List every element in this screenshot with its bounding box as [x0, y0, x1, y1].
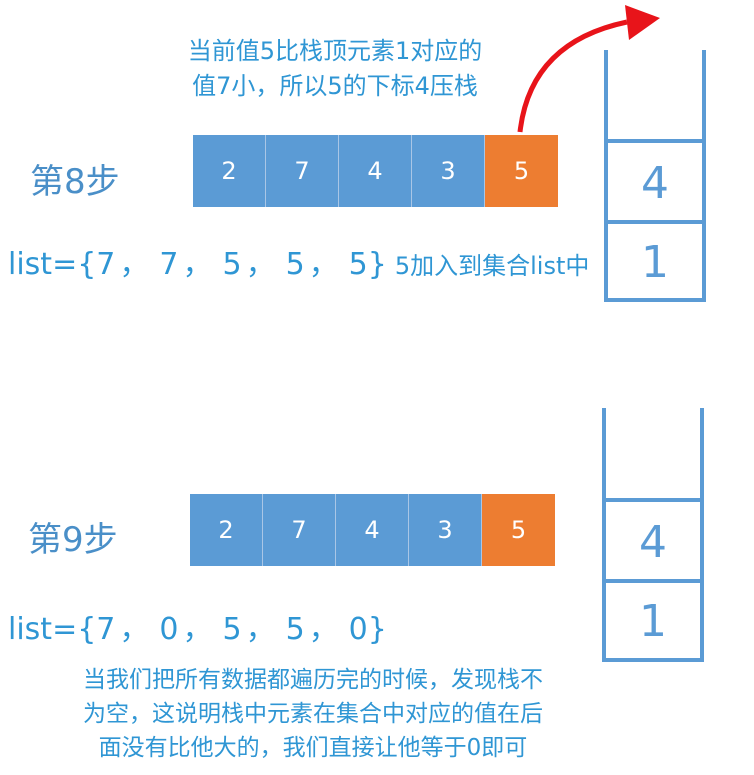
- step9-array: 2 7 4 3 5: [190, 494, 555, 566]
- stack-item: 4: [641, 157, 669, 209]
- list-value: 0: [159, 612, 179, 647]
- step8-list-note: 5加入到集合list中: [394, 252, 590, 280]
- step8-array: 2 7 4 3 5: [193, 135, 558, 207]
- step8-list: list={7，7，5，5，5}5加入到集合list中: [8, 247, 590, 282]
- list-value: 0: [348, 612, 368, 647]
- list-value: 7: [96, 247, 116, 282]
- step9-note-line: 为空，这说明栈中元素在集合中对应的值在后: [83, 700, 543, 727]
- list-value: 5: [348, 247, 368, 282]
- array-cell: 2: [190, 494, 263, 566]
- step9-note: 当我们把所有数据都遍历完的时候，发现栈不 为空，这说明栈中元素在集合中对应的值在…: [0, 664, 626, 765]
- list-value: 5: [285, 247, 305, 282]
- step8-note-line: 值7小，所以5的下标4压栈: [192, 71, 478, 100]
- step8-stack: [604, 50, 706, 302]
- array-cell-current: 5: [482, 494, 555, 566]
- step9-stack: [602, 408, 704, 662]
- step8-note-line: 当前值5比栈顶元素1对应的: [187, 37, 483, 65]
- array-cell-current: 5: [485, 135, 558, 207]
- list-value: 5: [285, 612, 305, 647]
- array-cell: 4: [339, 135, 412, 207]
- array-cell: 2: [193, 135, 266, 207]
- step9-note-line: 面没有比他大的，我们直接让他等于0即可: [98, 734, 528, 761]
- list-value: 7: [96, 612, 116, 647]
- list-value: 5: [222, 247, 242, 282]
- step9-list: list={7，0，5，5，0}: [8, 612, 387, 647]
- step8-note: 当前值5比栈顶元素1对应的 值7小，所以5的下标4压栈: [140, 34, 530, 104]
- step9-label: 第9步: [28, 520, 118, 560]
- array-cell: 4: [336, 494, 409, 566]
- push-arrow-icon: [517, 5, 660, 133]
- list-suffix: }: [367, 612, 387, 647]
- list-suffix: }: [367, 247, 387, 282]
- array-cell: 3: [412, 135, 485, 207]
- list-prefix: list={: [8, 612, 97, 647]
- array-cell: 3: [409, 494, 482, 566]
- list-value: 5: [222, 612, 242, 647]
- stack-item: 1: [641, 236, 669, 288]
- array-cell: 7: [263, 494, 336, 566]
- list-prefix: list={: [8, 247, 97, 282]
- list-value: 7: [159, 247, 179, 282]
- step8-label: 第8步: [30, 162, 120, 202]
- stack-item: 4: [639, 516, 667, 568]
- stack-item: 1: [639, 596, 667, 647]
- array-cell: 7: [266, 135, 339, 207]
- step9-note-line: 当我们把所有数据都遍历完的时候，发现栈不: [83, 667, 543, 693]
